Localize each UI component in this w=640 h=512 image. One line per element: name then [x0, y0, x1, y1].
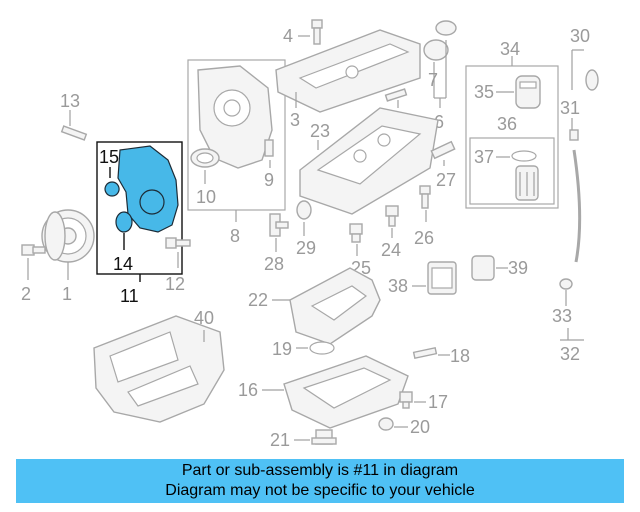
cylinder-block[interactable] — [299, 107, 439, 215]
callout-28: 28 — [264, 254, 284, 274]
callout-31: 31 — [560, 98, 580, 118]
callout-4: 4 — [283, 26, 293, 46]
callout-22: 22 — [248, 290, 268, 310]
banner-line-1: Part or sub-assembly is #11 in diagram — [181, 462, 459, 479]
oil-filter-element[interactable] — [515, 165, 539, 201]
gasket-39[interactable] — [471, 255, 495, 281]
upper-oil-pan[interactable] — [289, 267, 381, 345]
callout-9: 9 — [264, 170, 274, 190]
sensor-21[interactable] — [311, 429, 337, 445]
callout-15: 15 — [99, 147, 119, 167]
callout-36: 36 — [497, 114, 517, 134]
callout-27: 27 — [436, 170, 456, 190]
valve-cover[interactable] — [275, 29, 421, 113]
sensor-28[interactable] — [269, 213, 289, 237]
sensor-29[interactable] — [296, 200, 312, 220]
seal-20[interactable] — [378, 417, 394, 431]
gasket-5[interactable] — [384, 88, 408, 102]
callout-3: 3 — [290, 110, 300, 130]
callout-24: 24 — [381, 240, 401, 260]
callout-23: 23 — [310, 121, 330, 141]
callout-2: 2 — [21, 284, 31, 304]
callout-21: 21 — [270, 430, 290, 450]
drain-plug-17[interactable] — [399, 391, 413, 409]
callout-18: 18 — [450, 346, 470, 366]
callout-17: 17 — [428, 392, 448, 412]
banner-line-2: Diagram may not be specific to your vehi… — [165, 482, 475, 499]
callout-11: 11 — [120, 286, 139, 306]
callout-1: 1 — [62, 284, 72, 304]
dipstick[interactable] — [569, 69, 599, 263]
bolt-12[interactable] — [165, 237, 191, 249]
callout-39: 39 — [508, 258, 528, 278]
callout-37: 37 — [474, 147, 494, 167]
callout-14: 14 — [113, 254, 133, 274]
crankshaft-pulley[interactable] — [41, 209, 95, 263]
oil-cooler[interactable] — [427, 261, 457, 295]
bolt-9[interactable] — [264, 139, 274, 157]
callout-7: 7 — [428, 70, 438, 90]
callout-38: 38 — [388, 276, 408, 296]
bolt-24[interactable] — [385, 205, 399, 227]
callout-8: 8 — [230, 226, 240, 246]
callout-32: 32 — [560, 344, 580, 364]
gasket-19[interactable] — [309, 341, 335, 355]
callout-20: 20 — [410, 417, 430, 437]
timing-cover-highlighted[interactable] — [104, 145, 179, 233]
assembly-box-36 — [469, 137, 555, 205]
callout-13: 13 — [60, 91, 80, 111]
o-ring-37[interactable] — [511, 150, 537, 162]
seal-10[interactable] — [190, 148, 220, 168]
info-banner: Part or sub-assembly is #11 in diagram D… — [16, 459, 624, 503]
intake-manifold[interactable] — [93, 315, 225, 423]
seal-33[interactable] — [559, 278, 573, 290]
bracket-27[interactable] — [430, 140, 456, 160]
callout-35: 35 — [474, 82, 494, 102]
bolt-4[interactable] — [311, 19, 323, 45]
parts-diagram: 1 2 15 14 11 13 12 10 — [21, 19, 599, 450]
callout-6: 6 — [434, 112, 444, 132]
callout-29: 29 — [296, 238, 316, 258]
lower-oil-pan[interactable] — [283, 355, 409, 429]
callout-16: 16 — [238, 380, 258, 400]
rear-timing-cover[interactable] — [197, 65, 273, 169]
callout-33: 33 — [552, 306, 572, 326]
dowel-pin-13[interactable] — [60, 125, 88, 141]
oil-filler-cap[interactable] — [423, 20, 457, 61]
pulley-bolt[interactable] — [21, 244, 46, 256]
callout-26: 26 — [414, 228, 434, 248]
callout-19: 19 — [272, 339, 292, 359]
bolt-26[interactable] — [419, 185, 431, 209]
oil-filter-housing[interactable] — [515, 75, 541, 109]
callout-12: 12 — [165, 274, 185, 294]
callout-10: 10 — [196, 187, 216, 207]
plug-25[interactable] — [349, 223, 363, 243]
bracket-18[interactable] — [412, 346, 438, 360]
callout-30: 30 — [570, 26, 590, 46]
callout-34: 34 — [500, 39, 520, 59]
callout-40: 40 — [194, 308, 214, 328]
